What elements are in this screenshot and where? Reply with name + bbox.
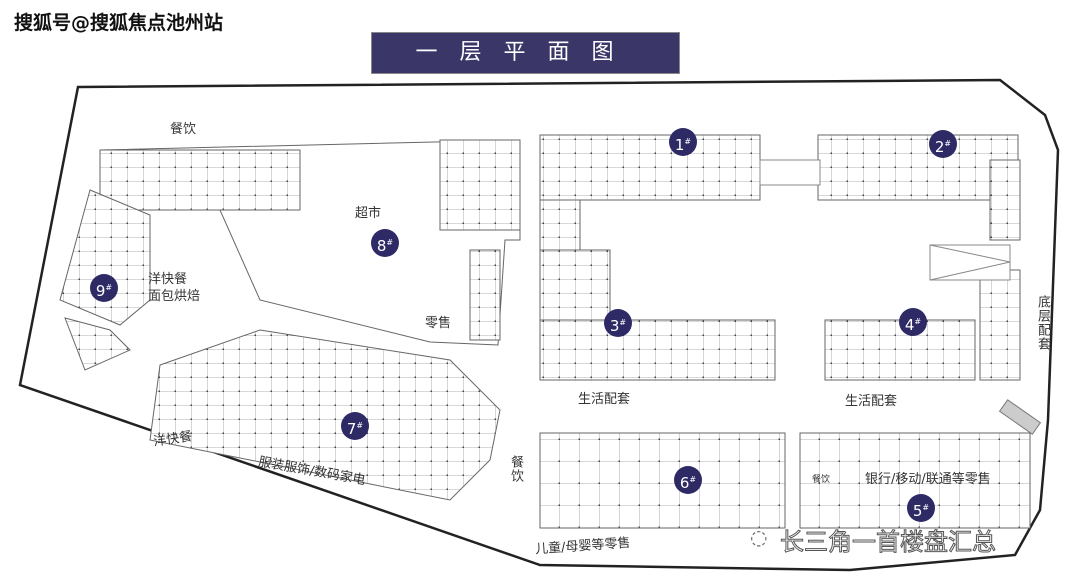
building-6 <box>539 432 786 529</box>
label-dining-top: 餐饮 <box>170 122 197 137</box>
stair-5 <box>998 399 1042 435</box>
label-bakery: 面包烘焙 <box>148 289 201 304</box>
building-badge-1: 1# <box>669 128 697 156</box>
building-badge-7: 7# <box>341 412 369 440</box>
building-badge-3: 3# <box>604 309 632 337</box>
building-badge-5: 5# <box>907 494 935 522</box>
wechat-icon: ◌ <box>750 525 768 549</box>
watermark-bottom: 长三角一首楼盘汇总 <box>780 528 997 557</box>
building-badge-8: 8# <box>371 229 399 257</box>
label-ground-facilities: 底层配套 <box>1035 295 1050 351</box>
label-bank-mobile: 银行/移动/联通等零售 <box>865 472 991 487</box>
ramp <box>929 244 1011 281</box>
building-1-west <box>539 199 581 251</box>
building-badge-9: 9# <box>90 274 118 302</box>
building-7 <box>149 329 501 501</box>
building-badge-2: 2# <box>929 130 957 158</box>
label-life-facilities-3: 生活配套 <box>578 392 631 407</box>
building-3 <box>539 319 776 381</box>
building-2-east <box>989 159 1021 241</box>
label-dining-7: 餐饮 <box>508 455 523 483</box>
watermark-top: 搜狐号@搜狐焦点池州站 <box>14 12 224 34</box>
label-western-fastfood: 洋快餐 <box>148 272 188 287</box>
building-2 <box>817 134 1019 201</box>
building-9 <box>59 189 151 371</box>
building-1 <box>539 134 761 201</box>
building-4 <box>824 319 976 381</box>
label-retail: 零售 <box>425 316 452 331</box>
building-badge-4: 4# <box>899 308 927 336</box>
page-title: 一层平面图 <box>371 32 680 74</box>
label-supermarket: 超市 <box>355 206 382 221</box>
building-8 <box>99 139 521 346</box>
label-dining-5: 餐饮 <box>812 475 831 485</box>
connector <box>759 159 821 186</box>
site-boundary <box>18 78 1060 572</box>
building-badge-6: 6# <box>674 466 702 494</box>
label-life-facilities-4: 生活配套 <box>845 394 898 409</box>
building-4-east <box>979 269 1021 381</box>
